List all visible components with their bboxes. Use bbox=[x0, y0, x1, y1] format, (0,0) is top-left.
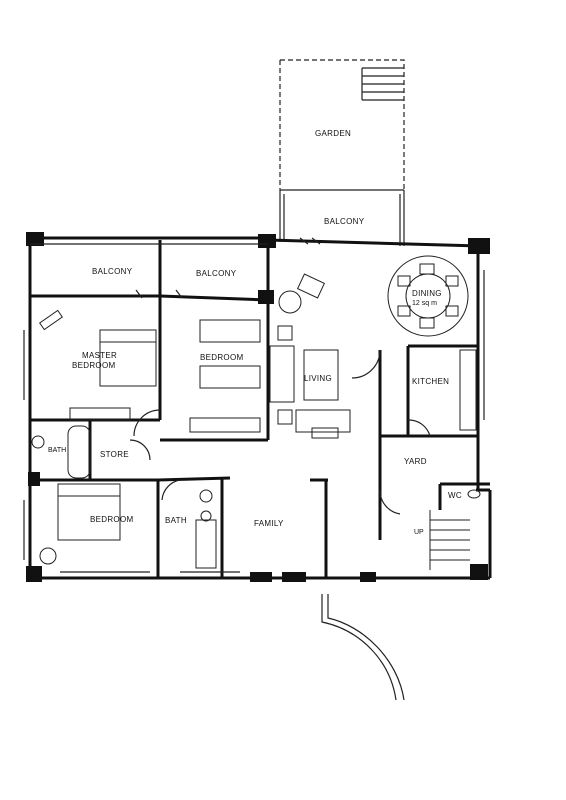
bedroom-upper-label: BEDROOM bbox=[200, 353, 243, 362]
master-bedroom-label-2: BEDROOM bbox=[72, 361, 115, 370]
bath-lower-label: BATH bbox=[165, 516, 187, 525]
furniture bbox=[31, 255, 481, 570]
master-bedroom-label-1: MASTER bbox=[82, 351, 117, 360]
family-label: FAMILY bbox=[254, 519, 284, 528]
balcony-top-label: BALCONY bbox=[324, 217, 365, 226]
kitchen-label: KITCHEN bbox=[412, 377, 449, 386]
doors bbox=[129, 237, 431, 515]
balcony-left-label: BALCONY bbox=[92, 267, 133, 276]
garden-area bbox=[279, 59, 405, 191]
columns bbox=[26, 232, 490, 582]
garden-label: GARDEN bbox=[315, 129, 351, 138]
store-label: STORE bbox=[100, 450, 129, 459]
wc-label: WC bbox=[448, 491, 462, 500]
room-labels: GARDEN BALCONY BALCONY BALCONY MASTER BE… bbox=[48, 129, 462, 536]
top-balcony bbox=[279, 190, 405, 246]
balcony-mid-label: BALCONY bbox=[196, 269, 237, 278]
living-label: LIVING bbox=[304, 374, 332, 383]
windows bbox=[23, 243, 485, 573]
dining-label: DINING bbox=[412, 289, 442, 298]
entrance-path bbox=[321, 594, 405, 701]
up-label: UP bbox=[414, 529, 424, 536]
dining-area-label: 12 sq m bbox=[412, 300, 437, 307]
yard-label: YARD bbox=[404, 457, 427, 466]
internal-walls bbox=[30, 240, 490, 578]
bath-small-label: BATH bbox=[48, 447, 66, 454]
bedroom-lower-label: BEDROOM bbox=[90, 515, 133, 524]
